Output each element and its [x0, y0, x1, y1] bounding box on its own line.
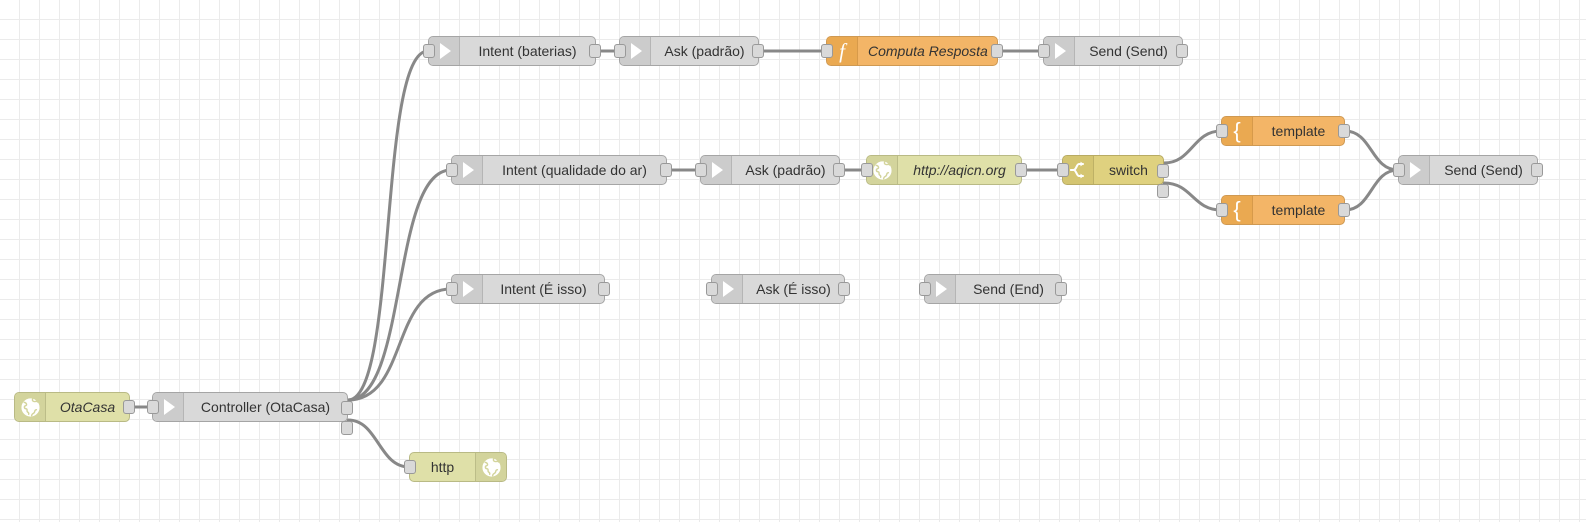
node-label: Send (Send) — [1444, 162, 1523, 178]
globe-icon — [872, 160, 893, 181]
node-label: Send (End) — [973, 281, 1044, 297]
node-controller-otacasa-output-port-0[interactable] — [341, 401, 353, 415]
brace-icon: { — [1233, 197, 1241, 222]
node-label: Ask (padrão) — [664, 43, 745, 59]
node-label: template — [1271, 123, 1326, 139]
node-send-send-2[interactable]: Send (Send) — [1393, 155, 1543, 185]
globe-icon — [481, 457, 502, 478]
node-ask-e-isso[interactable]: Ask (É isso) — [706, 274, 850, 304]
w-controller-qualidade[interactable] — [346, 168, 453, 402]
node-ask-padrao-2-output-port-0[interactable] — [833, 163, 845, 177]
globe-icon-slot — [475, 453, 506, 481]
node-label: Ask (padrão) — [745, 162, 826, 178]
node-send-send-1-output-port-0[interactable] — [1176, 44, 1188, 58]
node-computa-resposta[interactable]: f Computa Resposta — [821, 36, 1003, 66]
node-template-2[interactable]: { template — [1216, 195, 1350, 225]
node-label: Controller (OtaCasa) — [200, 399, 331, 415]
w-switch-template1[interactable] — [1162, 129, 1223, 165]
w-controller-baterias[interactable] — [346, 49, 430, 402]
node-http-aqicn-input-port[interactable] — [861, 163, 873, 177]
node-send-end-input-port[interactable] — [919, 282, 931, 296]
node-ask-e-isso-input-port[interactable] — [706, 282, 718, 296]
node-label: http://aqicn.org — [913, 162, 1006, 178]
node-http-out[interactable]: http — [404, 452, 507, 482]
node-send-send-2-input-port[interactable] — [1393, 163, 1405, 177]
node-template-1-output-port-0[interactable] — [1338, 124, 1350, 138]
node-label: Send (Send) — [1089, 43, 1168, 59]
node-label: Intent (baterias) — [478, 43, 577, 59]
node-ask-padrao-1-input-port[interactable] — [614, 44, 626, 58]
node-controller-otacasa[interactable]: Controller (OtaCasa) — [147, 392, 353, 435]
node-ask-padrao-2-input-port[interactable] — [695, 163, 707, 177]
node-ask-padrao-1-output-port-0[interactable] — [752, 44, 764, 58]
node-label: switch — [1109, 162, 1148, 178]
function-f-icon: f — [839, 38, 845, 63]
w-template2-send2[interactable] — [1343, 168, 1400, 212]
node-intent-baterias-input-port[interactable] — [423, 44, 435, 58]
arrow-right-icon — [933, 281, 947, 297]
node-intent-e-isso-input-port[interactable] — [446, 282, 458, 296]
arrow-right-icon — [1052, 43, 1066, 59]
node-template-1-input-port[interactable] — [1216, 124, 1228, 138]
node-otacasa-output-port-0[interactable] — [123, 400, 135, 414]
node-label: Ask (É isso) — [756, 281, 831, 297]
node-send-send-2-output-port-0[interactable] — [1531, 163, 1543, 177]
globe-icon-slot — [15, 393, 46, 421]
arrow-right-icon — [628, 43, 642, 59]
node-intent-qualidade[interactable]: Intent (qualidade do ar) — [446, 155, 672, 185]
node-label: OtaCasa — [59, 399, 116, 415]
node-send-send-1[interactable]: Send (Send) — [1038, 36, 1188, 66]
brace-icon: { — [1233, 118, 1241, 143]
node-label: template — [1271, 202, 1326, 218]
arrow-right-icon — [161, 399, 175, 415]
w-controller-http[interactable] — [346, 418, 411, 469]
node-ask-padrao-1[interactable]: Ask (padrão) — [614, 36, 764, 66]
node-intent-e-isso[interactable]: Intent (É isso) — [446, 274, 610, 304]
node-send-send-1-input-port[interactable] — [1038, 44, 1050, 58]
node-controller-otacasa-output-port-1[interactable] — [341, 421, 353, 435]
node-ask-e-isso-output-port-0[interactable] — [838, 282, 850, 296]
node-switch-output-port-1[interactable] — [1157, 184, 1169, 198]
node-intent-baterias[interactable]: Intent (baterias) — [423, 36, 601, 66]
node-otacasa[interactable]: OtaCasa — [14, 392, 135, 422]
node-switch-input-port[interactable] — [1057, 163, 1069, 177]
node-intent-qualidade-output-port-0[interactable] — [660, 163, 672, 177]
node-template-2-output-port-0[interactable] — [1338, 203, 1350, 217]
arrow-right-icon — [720, 281, 734, 297]
node-label: Intent (qualidade do ar) — [502, 162, 647, 178]
node-computa-resposta-input-port[interactable] — [821, 44, 833, 58]
node-ask-padrao-2[interactable]: Ask (padrão) — [695, 155, 845, 185]
w-switch-template2[interactable] — [1162, 181, 1223, 212]
node-template-2-input-port[interactable] — [1216, 203, 1228, 217]
arrow-right-icon — [437, 43, 451, 59]
arrow-right-icon — [460, 162, 474, 178]
node-http-aqicn-output-port-0[interactable] — [1015, 163, 1027, 177]
arrow-right-icon — [1407, 162, 1421, 178]
node-send-end[interactable]: Send (End) — [919, 274, 1067, 304]
arrow-right-icon — [460, 281, 474, 297]
node-controller-otacasa-input-port[interactable] — [147, 400, 159, 414]
switch-branch-icon — [1068, 160, 1088, 180]
w-controller-eisso[interactable] — [346, 287, 453, 402]
node-http-out-input-port[interactable] — [404, 460, 416, 474]
w-template1-send2[interactable] — [1343, 129, 1400, 172]
node-label: http — [430, 459, 455, 475]
node-intent-qualidade-input-port[interactable] — [446, 163, 458, 177]
node-computa-resposta-output-port-0[interactable] — [991, 44, 1003, 58]
arrow-right-icon — [709, 162, 723, 178]
node-switch[interactable]: switch — [1057, 155, 1169, 198]
node-http-aqicn[interactable]: http://aqicn.org — [861, 155, 1027, 185]
node-label: Intent (É isso) — [500, 281, 587, 297]
globe-icon — [20, 397, 41, 418]
node-switch-output-port-0[interactable] — [1157, 164, 1169, 178]
node-intent-baterias-output-port-0[interactable] — [589, 44, 601, 58]
node-send-end-output-port-0[interactable] — [1055, 282, 1067, 296]
node-intent-e-isso-output-port-0[interactable] — [598, 282, 610, 296]
node-template-1[interactable]: { template — [1216, 116, 1350, 146]
node-label: Computa Resposta — [868, 43, 988, 59]
